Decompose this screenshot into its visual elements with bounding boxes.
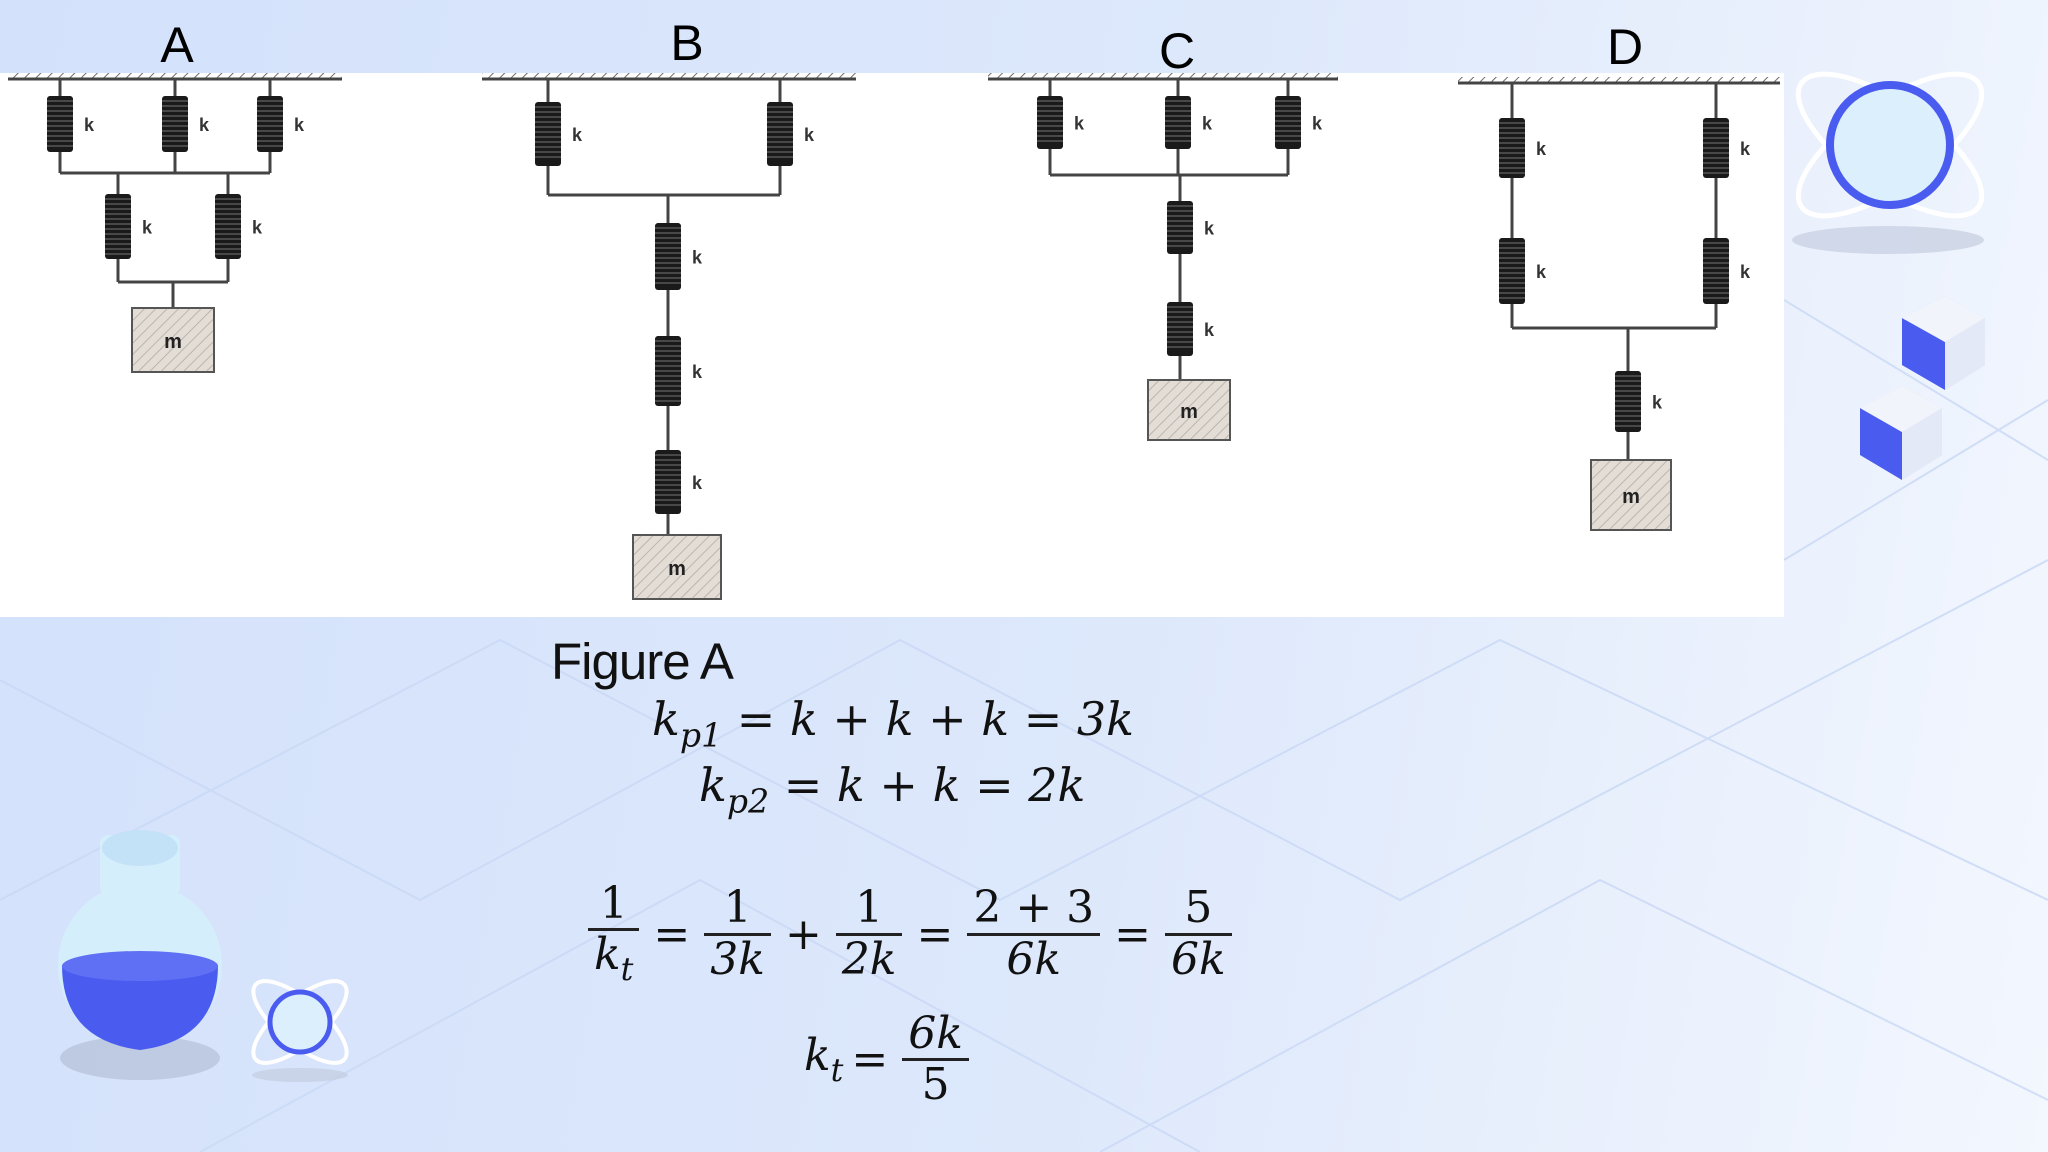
spring-coil [257, 96, 283, 152]
spring-label: k [804, 125, 815, 145]
spring-label: k [1202, 114, 1213, 134]
spring-label: k [84, 115, 95, 135]
spring-label: k [1312, 114, 1323, 134]
spring-label: k [1740, 139, 1751, 159]
spring-label: k [1204, 219, 1215, 239]
label-c: C [1158, 23, 1196, 79]
spring-label: k [1536, 139, 1547, 159]
spring-label: k [692, 362, 703, 382]
spring-coil [105, 194, 131, 259]
spring-coil [162, 96, 188, 152]
equation-kp2: kp2 = k + k = 2k [699, 758, 1086, 821]
mass-hatch [633, 535, 721, 599]
spring-label: k [142, 218, 153, 238]
spring-label: k [1074, 114, 1085, 134]
mass-hatch [1148, 380, 1230, 440]
spring-coil [1167, 302, 1193, 356]
label-b: B [670, 15, 704, 71]
figure-caption: Figure A [551, 633, 734, 690]
equation-kp1: kp1 = k + k + k = 3k [652, 692, 1135, 755]
spring-label: k [1536, 262, 1547, 282]
ceiling-support [482, 73, 856, 79]
spring-label: k [1204, 320, 1215, 340]
mass-label: m [668, 558, 686, 580]
mass-label: m [1622, 486, 1640, 508]
spring-label: k [692, 473, 703, 493]
spring-label: k [692, 248, 703, 268]
spring-coil [535, 102, 561, 166]
spring-label: k [1652, 393, 1663, 413]
spring-label: k [199, 115, 210, 135]
spring-coil [767, 102, 793, 166]
spring-label: k [1740, 262, 1751, 282]
mass-hatch [132, 308, 214, 372]
mass-label: m [164, 331, 182, 353]
ceiling-support [1458, 77, 1780, 83]
diagram-panel [0, 73, 1784, 617]
spring-coil [215, 194, 241, 259]
spring-coil [655, 450, 681, 514]
label-a: A [160, 17, 194, 73]
label-d: D [1606, 19, 1644, 75]
ceiling-support [988, 73, 1338, 79]
ceiling-support [8, 73, 342, 79]
spring-label: k [572, 125, 583, 145]
spring-label: k [294, 115, 305, 135]
mass-label: m [1180, 401, 1198, 423]
spring-label: k [252, 218, 263, 238]
spring-coil [47, 96, 73, 152]
mass-hatch [1591, 460, 1671, 530]
